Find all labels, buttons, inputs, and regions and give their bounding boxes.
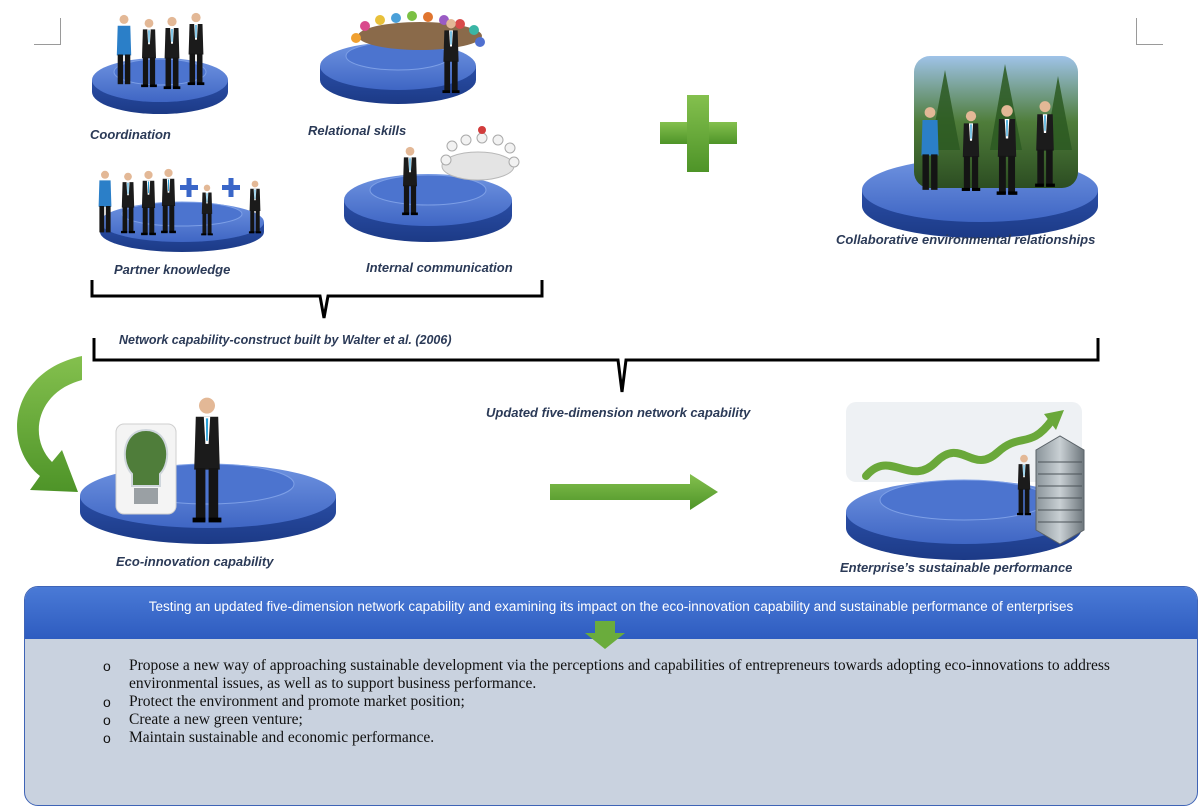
internal-communication-platform [344,126,520,242]
white-figures-meeting-icon [440,126,520,181]
curved-arrow-icon [17,356,82,492]
eco-innovation-platform [80,397,336,544]
corner-mark-left [34,18,61,45]
caption-relational-skills: Relational skills [308,123,407,138]
brace-network-construct [90,280,544,319]
down-arrow-icon [585,621,625,649]
caption-sustainable-performance: Enterprise’s sustainable performance [840,560,1073,575]
colorful-figures-icon [351,11,485,47]
caption-collaborative: Collaborative environmental relationship… [836,232,1096,247]
caption-updated-capability: Updated five-dimension network capabilit… [486,405,751,420]
plus-icon [180,178,240,197]
brace-updated-capability [92,338,1100,393]
objective-item: Create a new green venture; [103,711,1163,729]
partner-knowledge-platform [98,168,264,252]
corner-mark-right [1136,18,1163,45]
coordination-platform [92,12,228,114]
collaborative-platform [862,56,1098,238]
relational-skills-platform [320,11,485,104]
growth-trend-icon [862,416,1056,480]
caption-internal-communication: Internal communication [366,260,513,275]
objectives-list: Propose a new way of approaching sustain… [103,657,1163,747]
lightbulb-icon [115,423,177,515]
objective-item: Protect the environment and promote mark… [103,693,1163,711]
caption-network-construct: Network capability-construct built by Wa… [119,333,452,347]
plus-icon [660,95,737,172]
objective-item: Propose a new way of approaching sustain… [103,657,1163,693]
objectives-panel-title: Testing an updated five-dimension networ… [148,599,1074,614]
right-arrow-icon [550,474,718,510]
caption-partner-knowledge: Partner knowledge [114,262,231,277]
caption-coordination: Coordination [90,127,171,142]
objective-item: Maintain sustainable and economic perfor… [103,729,1163,747]
building-icon [1035,435,1085,545]
diagram-graphics [17,11,1100,560]
caption-eco-innovation: Eco-innovation capability [116,554,274,569]
objectives-panel: Testing an updated five-dimension networ… [24,586,1198,806]
sustainable-performance-platform [846,402,1085,560]
